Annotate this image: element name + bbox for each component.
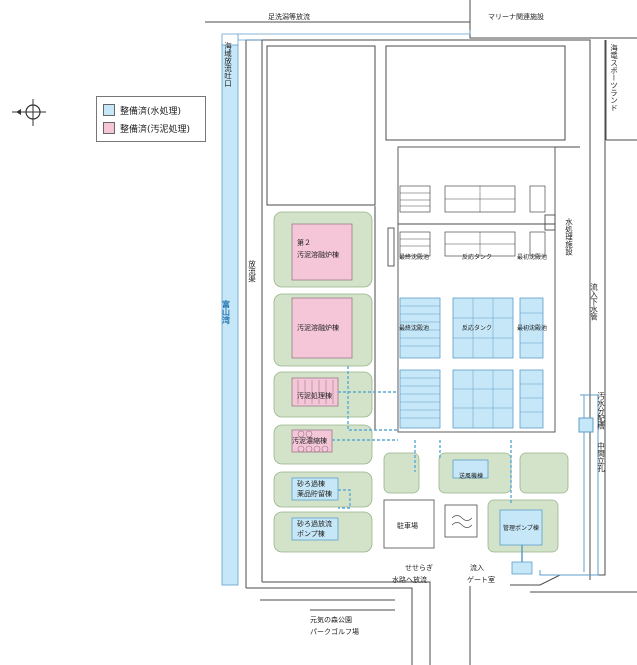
legend-sludge-label: 整備済(汚泥処理) bbox=[120, 124, 191, 135]
label-sunaroka-line2: 薬品貯留棟 bbox=[297, 489, 332, 498]
label-sunapump-line1: 砂ろ過放流 bbox=[297, 519, 332, 528]
influent-sewer-line bbox=[539, 394, 599, 576]
label-saisho-1: 最初沈殿池 bbox=[517, 253, 547, 261]
label-saishu-1: 最終沈殿池 bbox=[399, 253, 429, 261]
legend-water: 整備済(水処理) bbox=[103, 103, 181, 117]
sand-filtration-buildings bbox=[291, 477, 339, 541]
label-chukan: 中間立孔 bbox=[596, 441, 605, 474]
label-odeinoshuku: 汚泥濃縮棟 bbox=[292, 436, 327, 445]
label-mizushori: 水処理施設 bbox=[564, 217, 573, 257]
label-kaiou: 海竜スポーツランド bbox=[609, 43, 618, 112]
future-tank-lines bbox=[400, 186, 515, 256]
map-labels: 足洗潟等放流 マリーナ関連施設 海域放流吐口 海竜スポーツランド 放流渠 富山湾… bbox=[222, 12, 619, 636]
label-ashiarai: 足洗潟等放流 bbox=[268, 12, 310, 21]
label-seseragi-line1: せせらぎ bbox=[405, 563, 433, 572]
label-park-line1: 元気の森公園 bbox=[310, 615, 352, 624]
label-dai2-line1: 第２ bbox=[297, 238, 311, 247]
label-dai2-line2: 汚泥溶融炉棟 bbox=[297, 250, 339, 259]
water-tank-grid bbox=[400, 298, 543, 428]
legend: 整備済(水処理) 整備済(汚泥処理) bbox=[96, 96, 206, 142]
legend-water-label: 整備済(水処理) bbox=[120, 106, 182, 117]
label-kanri: 管理ポンプ棟 bbox=[503, 524, 539, 532]
sludge-building-details bbox=[297, 380, 334, 453]
management-pump-building bbox=[499, 509, 543, 575]
label-marina: マリーナ関連施設 bbox=[488, 12, 544, 21]
label-seseragi-line2: 水路へ放流 bbox=[392, 575, 427, 584]
label-chushajo: 駐車場 bbox=[397, 521, 418, 530]
label-saisho-2: 最初沈殿池 bbox=[517, 324, 547, 332]
label-osui: 汚水分配槽 bbox=[596, 391, 605, 431]
label-sofuki: 送風機棟 bbox=[459, 472, 483, 480]
legend-sludge: 整備済(汚泥処理) bbox=[103, 121, 190, 135]
label-hanno-1: 反応タンク bbox=[462, 253, 492, 261]
parking-area bbox=[383, 499, 478, 549]
label-saishu-2: 最終沈殿池 bbox=[399, 324, 429, 332]
label-kaiiki: 海域放流吐口 bbox=[223, 41, 232, 88]
label-ryunyu-gate-line1: 流入 bbox=[470, 563, 484, 572]
label-park-line2: パークゴルフ場 bbox=[310, 627, 359, 636]
pipe-routes bbox=[332, 366, 512, 509]
legend-sludge-swatch bbox=[103, 122, 115, 134]
label-horyukyo: 放流渠 bbox=[247, 259, 256, 284]
label-ryunyu-kankan: 流入下水管 bbox=[589, 282, 598, 322]
future-tanks bbox=[399, 185, 546, 257]
label-toyamawan: 富山湾 bbox=[222, 299, 231, 325]
legend-water-swatch bbox=[103, 104, 115, 116]
label-sunapump-line2: ポンプ棟 bbox=[297, 529, 325, 538]
label-yuyuro: 汚泥溶融炉棟 bbox=[297, 323, 339, 332]
label-ryunyu-gate-line2: ゲート室 bbox=[467, 575, 495, 584]
north-arrow-icon bbox=[12, 99, 46, 126]
label-hanno-2: 反応タンク bbox=[462, 324, 492, 332]
label-odeishori: 汚泥処理棟 bbox=[297, 391, 332, 400]
water-treatment-outline bbox=[387, 146, 556, 433]
sludge-buildings bbox=[291, 223, 353, 453]
discharge-channel bbox=[221, 30, 471, 586]
label-sunaroka-line1: 砂ろ過棟 bbox=[297, 479, 325, 488]
